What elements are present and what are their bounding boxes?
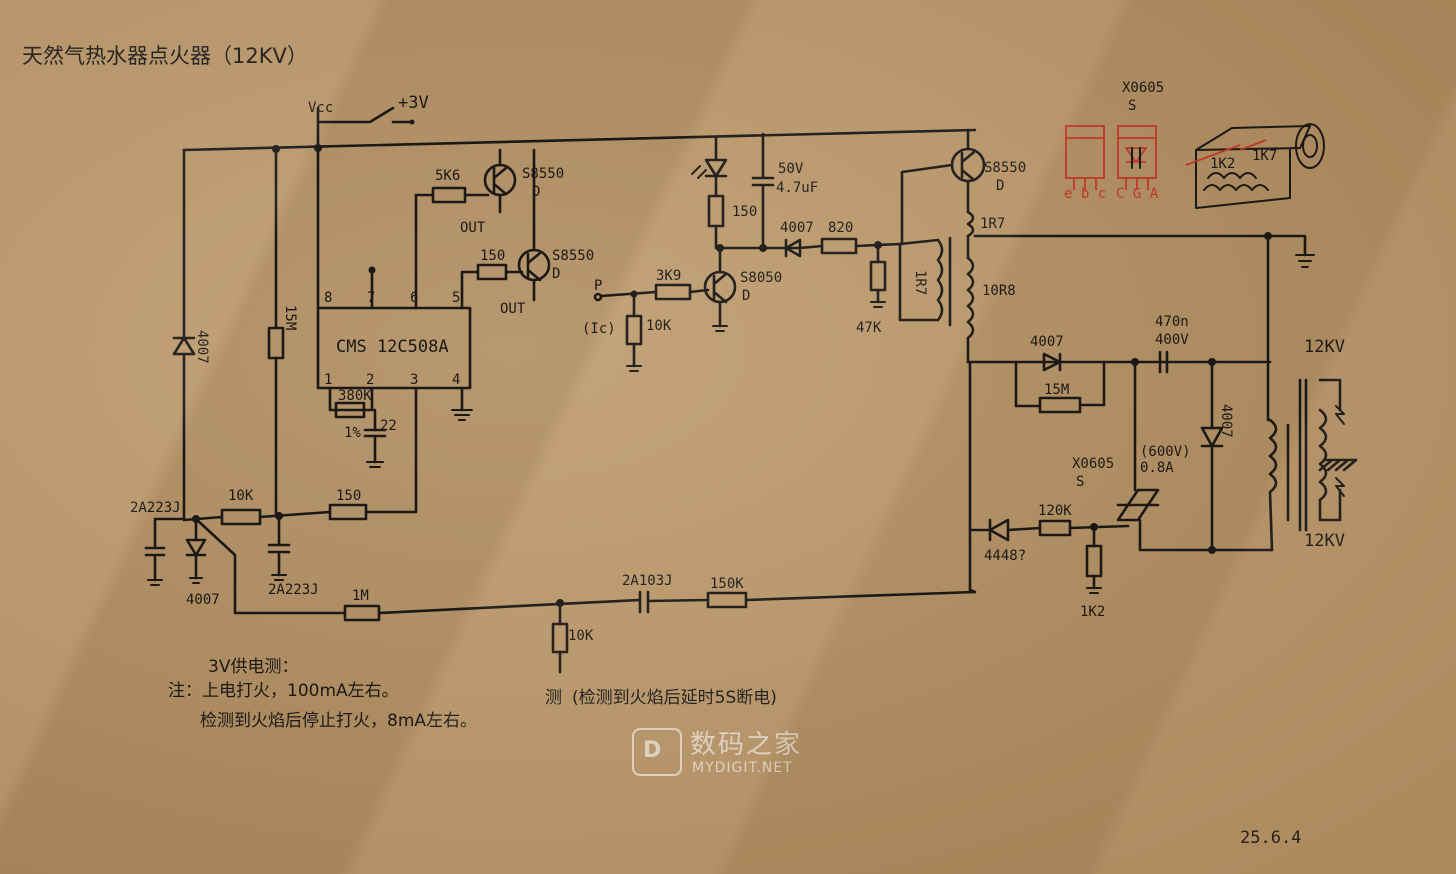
coil-10r8-label: 10R8 bbox=[982, 283, 1016, 299]
q4-label: S8550 bbox=[984, 160, 1026, 176]
transistor-q3 bbox=[593, 246, 737, 372]
house-d-icon: D bbox=[632, 728, 682, 776]
diagram-title: 天然气热水器点火器（12KV） bbox=[22, 44, 308, 68]
ic-pin-1: 1 bbox=[324, 372, 332, 388]
plus3v-label: +3V bbox=[398, 93, 429, 113]
resistor-10k-mid-label: 10K bbox=[228, 488, 254, 504]
cap-470n-label: 470n bbox=[1155, 314, 1189, 330]
q3-sub: D bbox=[742, 288, 750, 304]
transistor-q2 bbox=[476, 148, 551, 302]
vcc-label: Vcc bbox=[308, 100, 333, 116]
ic-pin-8: 8 bbox=[324, 290, 332, 306]
q1-sub: D bbox=[532, 184, 540, 200]
resistor-1m-label: 1M bbox=[352, 588, 369, 604]
ic-package bbox=[316, 146, 480, 514]
q2-sub: D bbox=[552, 266, 560, 282]
cap-400v-label: 400V bbox=[1155, 332, 1189, 348]
coil-label-1: 1K2 bbox=[1210, 156, 1235, 172]
ic-pin-2: 2 bbox=[366, 372, 374, 388]
diode-bottom-label: 4007 bbox=[186, 592, 220, 608]
ic-name: CMS 12C508A bbox=[336, 337, 449, 357]
top-rail bbox=[182, 106, 977, 153]
cap-left-label: 2A223J bbox=[130, 500, 181, 516]
diode-left-label: 4007 bbox=[194, 330, 210, 364]
watermark-en: MYDIGIT.NET bbox=[692, 760, 793, 776]
note-line-1: 3V供电测： bbox=[208, 657, 298, 677]
coil-1r7-label: 1R7 bbox=[980, 216, 1005, 232]
p-label: P bbox=[594, 278, 602, 294]
resistor-820-label: 820 bbox=[828, 220, 853, 236]
resistor-5k6-label: 5K6 bbox=[435, 168, 460, 184]
ic-pin-6: 6 bbox=[410, 290, 418, 306]
scr-label: X0605 bbox=[1072, 456, 1114, 472]
pot-and-cap bbox=[328, 386, 387, 468]
pinout-legend bbox=[1065, 125, 1157, 190]
legend-scr-pins: C G A bbox=[1116, 186, 1159, 202]
resistor-15m bbox=[267, 148, 285, 517]
resistor-1k2-label: 1K2 bbox=[1080, 604, 1105, 620]
hv-top-label: 12KV bbox=[1304, 337, 1345, 357]
resistor-1r7-side-label: 1R7 bbox=[912, 270, 928, 295]
coil-sketch bbox=[1185, 123, 1325, 209]
diode-4448-label: 4448? bbox=[984, 548, 1026, 564]
ic-pin-4: 4 bbox=[452, 372, 460, 388]
oscillator bbox=[898, 128, 1315, 422]
sense-label: 测 bbox=[545, 688, 562, 708]
pot-label: 380K bbox=[338, 388, 372, 404]
diode-4007-mid-label: 4007 bbox=[780, 220, 814, 236]
watermark: D 数码之家 MYDIGIT.NET bbox=[632, 722, 832, 782]
bottom-left-network bbox=[144, 503, 642, 622]
resistor-15m-label: 15M bbox=[282, 305, 298, 330]
legend-scr-sub: S bbox=[1128, 98, 1136, 114]
scr-current: 0.8A bbox=[1140, 460, 1174, 476]
cap-47-label: 4.7uF bbox=[776, 180, 818, 196]
note-line-3: 检测到火焰后停止打火，8mA左右。 bbox=[200, 711, 477, 731]
pot-pct-label: 1% bbox=[344, 425, 361, 441]
out2-label: OUT bbox=[500, 301, 526, 317]
coil-label-2: 1K7 bbox=[1252, 148, 1277, 164]
resistor-150k-label: 150K bbox=[710, 576, 744, 592]
resistor-150-top-label: 150 bbox=[480, 248, 505, 264]
resistor-10k-sense-label: 10K bbox=[568, 628, 594, 644]
diode-4007-v-label: 4007 bbox=[1218, 404, 1234, 438]
cap-22-label: 22 bbox=[380, 418, 397, 434]
sense-note: (检测到火焰后延时5S断电) bbox=[572, 688, 777, 708]
cap-50v-label: 50V bbox=[778, 161, 804, 177]
q2-label: S8550 bbox=[552, 248, 594, 264]
hv-bottom-label: 12KV bbox=[1304, 531, 1345, 551]
resistor-120k-label: 120K bbox=[1038, 503, 1072, 519]
legend-transistor-pins: e b c bbox=[1064, 186, 1106, 202]
resistor-150-v-label: 150 bbox=[732, 204, 757, 220]
resistor-3k9-label: 3K9 bbox=[656, 268, 681, 284]
q3-label: S8050 bbox=[740, 270, 782, 286]
q1-label: S8550 bbox=[522, 166, 564, 182]
ic-pin-3: 3 bbox=[410, 372, 418, 388]
cap-mid-label: 2A223J bbox=[268, 582, 319, 598]
p-sub-label: (Ic) bbox=[582, 321, 616, 337]
date-label: 25.6.4 bbox=[1240, 828, 1301, 848]
watermark-cn: 数码之家 bbox=[690, 730, 803, 760]
resistor-47k-label: 47K bbox=[856, 320, 882, 336]
sense-branch bbox=[551, 590, 977, 674]
hv-section bbox=[966, 350, 1358, 594]
resistor-10k-p-label: 10K bbox=[646, 318, 672, 334]
note-line-2: 注：上电打火，100mA左右。 bbox=[168, 681, 399, 701]
ic-pin-5: 5 bbox=[452, 290, 460, 306]
q4-sub: D bbox=[996, 178, 1004, 194]
out1-label: OUT bbox=[460, 220, 486, 236]
diode-left bbox=[172, 148, 196, 522]
transistor-q1 bbox=[414, 148, 517, 214]
resistor-150-mid-label: 150 bbox=[336, 488, 361, 504]
scr-sub: S bbox=[1076, 474, 1084, 490]
scr-rating: (600V) bbox=[1140, 444, 1191, 460]
diode-4007-right-label: 4007 bbox=[1030, 334, 1064, 350]
ic-pin-7: 7 bbox=[367, 290, 375, 306]
resistor-15m-right-label: 15M bbox=[1044, 382, 1069, 398]
drive-network bbox=[691, 132, 902, 308]
cap-2a103j-label: 2A103J bbox=[622, 573, 673, 589]
legend-scr-label: X0605 bbox=[1122, 80, 1164, 96]
